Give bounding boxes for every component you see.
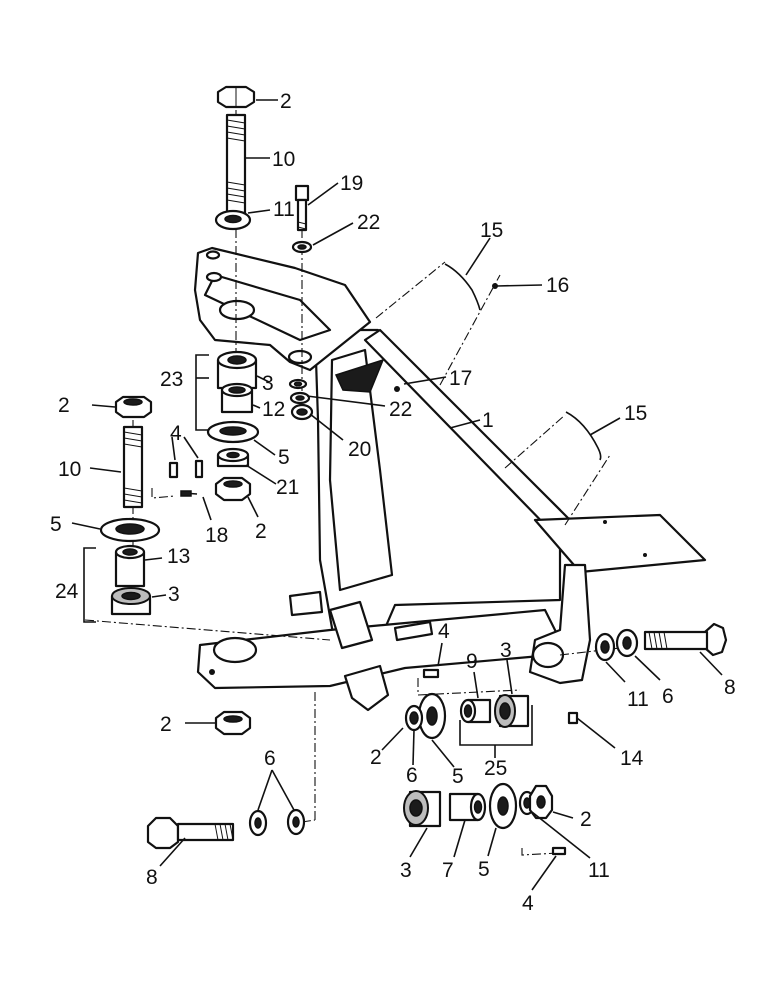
- callout: 18: [205, 524, 228, 547]
- callout: 2: [280, 90, 292, 113]
- callout: 15: [480, 219, 503, 242]
- callout: 11: [273, 198, 295, 221]
- callout: 25: [484, 757, 507, 780]
- callout: 6: [662, 685, 674, 708]
- callout: 1: [482, 409, 494, 432]
- top-bracket: [193, 246, 372, 372]
- callout: 2: [58, 394, 70, 417]
- callout: 14: [620, 747, 644, 770]
- bottom-hardware: [146, 263, 728, 856]
- callout: 22: [389, 398, 412, 421]
- callout: 10: [58, 458, 81, 481]
- callout: 2: [370, 746, 382, 769]
- callout: 12: [262, 398, 285, 421]
- callout: 5: [452, 765, 464, 788]
- callout: 2: [255, 520, 267, 543]
- callout: 5: [50, 513, 62, 536]
- callout: 10: [272, 148, 295, 171]
- callout: 4: [438, 620, 450, 643]
- callout: 3: [500, 639, 512, 662]
- callout: 16: [546, 274, 569, 297]
- callout: 7: [442, 859, 454, 882]
- callout: 11: [588, 859, 610, 882]
- callout: 5: [278, 446, 290, 469]
- callout: 4: [170, 422, 182, 445]
- callout: 22: [357, 211, 380, 234]
- callout: 6: [264, 747, 276, 770]
- callout: 15: [624, 402, 647, 425]
- callout: 3: [262, 372, 274, 395]
- callout: 3: [400, 859, 412, 882]
- callout: 8: [724, 676, 736, 699]
- callout: 19: [340, 172, 363, 195]
- callout: 5: [478, 858, 490, 881]
- callout-labels: 2 10 11 19 22 15 16 23 3 12 17 22 1 20 2…: [50, 90, 736, 915]
- callout: 20: [348, 438, 371, 461]
- callout: 6: [406, 764, 418, 787]
- bolt-10-threads: [226, 119, 246, 204]
- left-stack: [99, 395, 161, 616]
- top-stack: [168, 85, 314, 502]
- callout: 17: [449, 367, 472, 390]
- callout: 2: [580, 808, 592, 831]
- callout: 21: [276, 476, 299, 499]
- leader-lines: [71, 99, 723, 891]
- callout: 9: [466, 650, 478, 673]
- callout: 13: [167, 545, 190, 568]
- callout: 24: [55, 580, 79, 603]
- callout: 3: [168, 583, 180, 606]
- callout: 4: [522, 892, 534, 915]
- callout: 23: [160, 368, 183, 391]
- callout: 11: [627, 688, 649, 711]
- callout: 8: [146, 866, 158, 889]
- callout: 2: [160, 713, 172, 736]
